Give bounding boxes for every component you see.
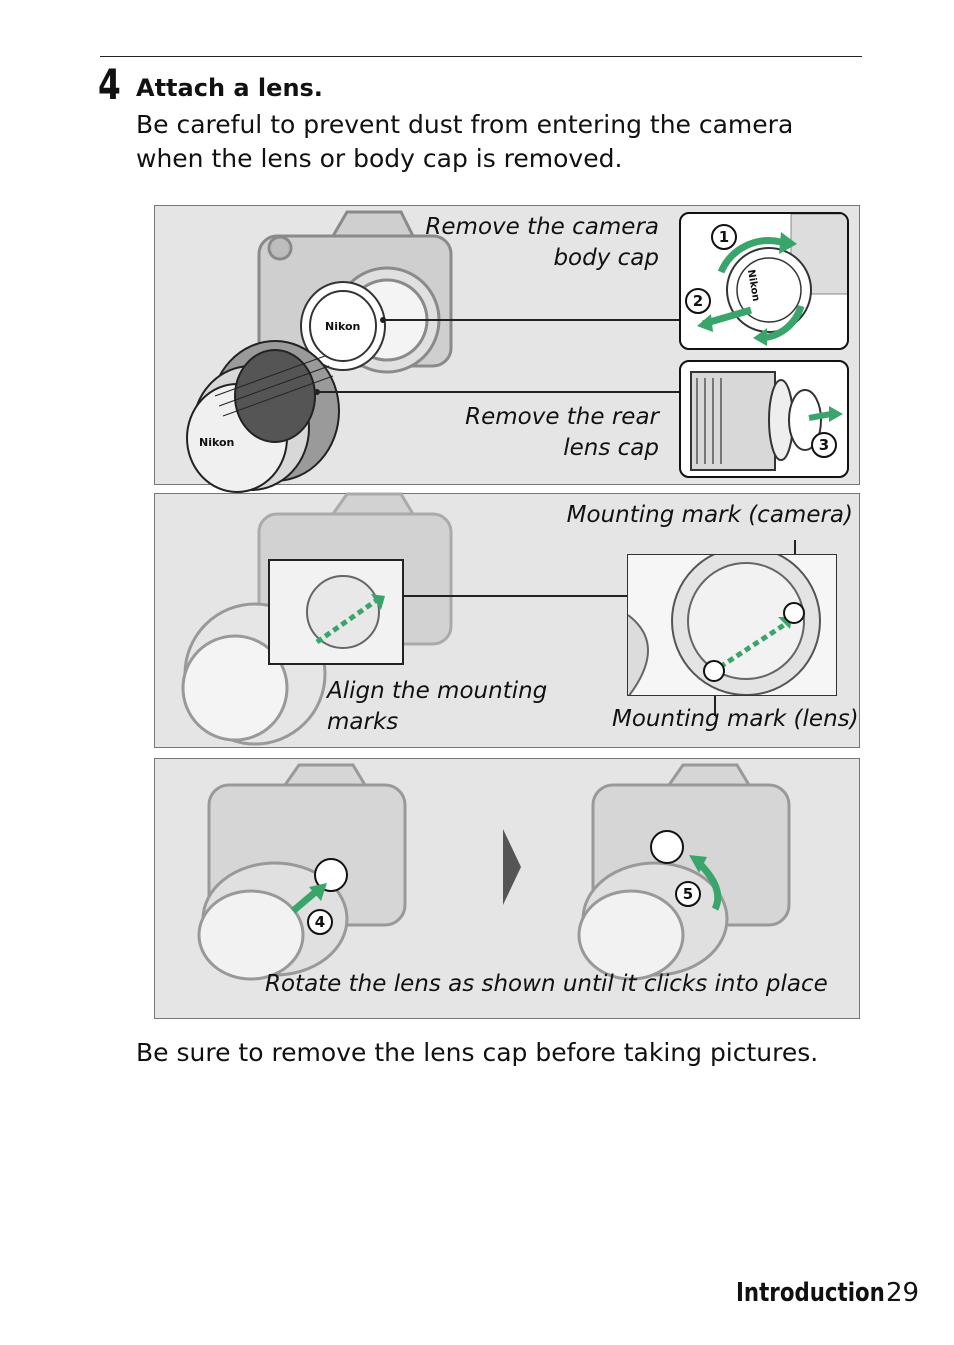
top-rule [100, 56, 862, 57]
lens-cap-brand: Nikon [199, 436, 234, 449]
callout-5: 5 [675, 881, 701, 907]
label-line: marks [327, 709, 399, 735]
step-number: 4 [98, 60, 121, 109]
callout-3: 3 [811, 432, 837, 458]
panel-remove-caps: Nikon Nikon Remove the camera body cap R… [154, 205, 860, 493]
panel-align-marks: Mounting mark (camera) Align the mountin… [154, 492, 860, 748]
label-line: lens cap [563, 435, 659, 461]
label-line: Align the mounting [327, 678, 548, 704]
callout-1: 1 [711, 224, 737, 250]
label-remove-body-cap: Remove the camera body cap [425, 212, 659, 274]
caption-rotate-lens: Rotate the lens as shown until it clicks… [265, 971, 828, 997]
step-title: Attach a lens. [136, 74, 323, 102]
panel-rotate-lens: 4 5 Rotate the lens as shown until it cl… [154, 758, 860, 1019]
step-description: Be careful to prevent dust from entering… [136, 110, 794, 173]
label-line: body cap [553, 245, 659, 271]
label-line: Remove the camera [425, 214, 659, 240]
label-align-marks: Align the mounting marks [327, 676, 547, 738]
inset-rear-cap-removal: 3 [679, 360, 849, 478]
lens-cap-note: Be sure to remove the lens cap before ta… [136, 1038, 819, 1067]
body-cap-brand: Nikon [325, 320, 360, 333]
label-line: Remove the rear [465, 404, 659, 430]
rotate-lens-illustration [197, 763, 791, 981]
align-marks-illustration [181, 492, 796, 746]
camera-with-lens-illustration: Nikon Nikon [186, 210, 679, 493]
callout-2: 2 [685, 288, 711, 314]
rear-cap-removal-illustration [690, 371, 843, 471]
label-mounting-mark-lens: Mounting mark (lens) [612, 706, 859, 732]
body-cap-rotation-illustration [697, 214, 847, 346]
inset-mount-closeup [627, 554, 837, 696]
inset-body-cap-removal: Nikon 1 2 [679, 212, 849, 350]
callout-4: 4 [307, 909, 333, 935]
mount-closeup-illustration [628, 555, 836, 695]
footer-section: Introduction [736, 1278, 885, 1308]
label-mounting-mark-camera: Mounting mark (camera) [566, 502, 853, 528]
label-remove-rear-cap: Remove the rear lens cap [465, 402, 659, 464]
page-number: 29 [886, 1278, 920, 1308]
